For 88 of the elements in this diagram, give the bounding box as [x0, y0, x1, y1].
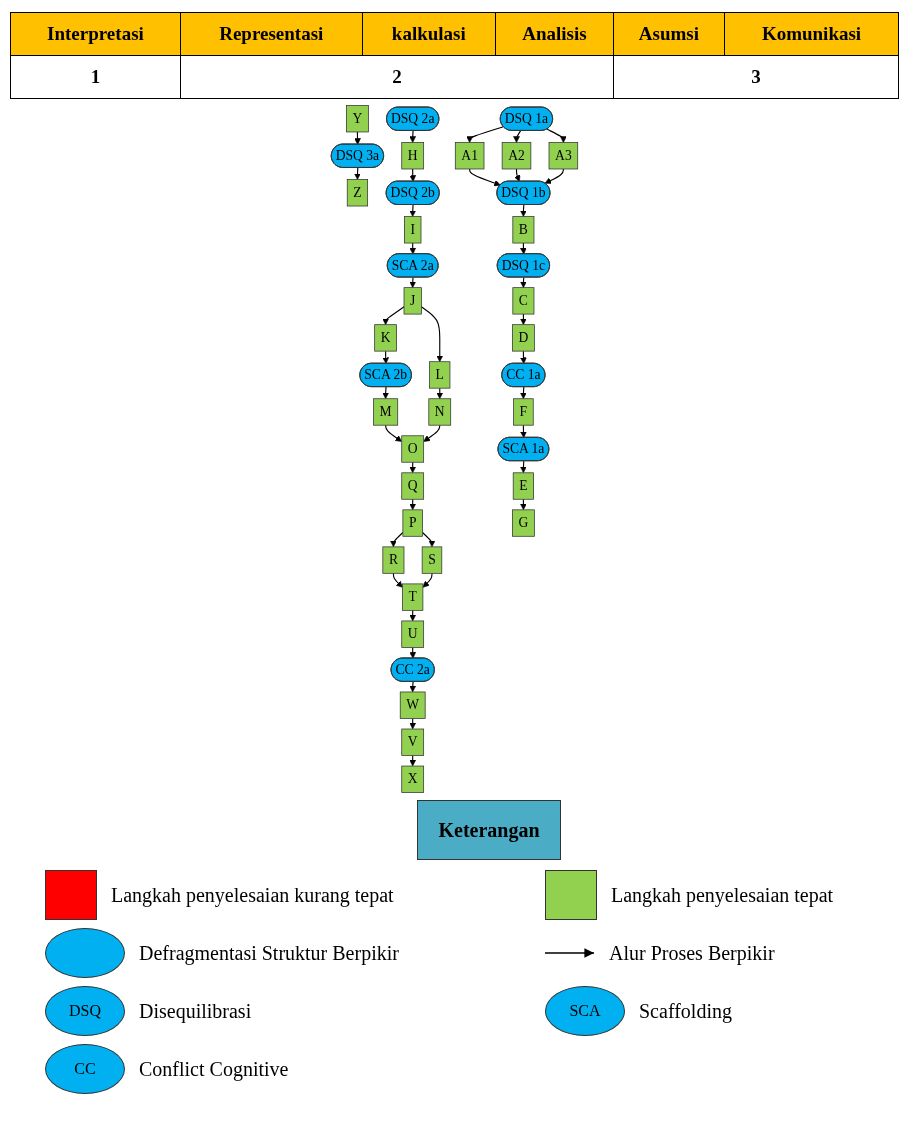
- arrow: [409, 754, 416, 767]
- node-box: O: [401, 435, 425, 463]
- node-box: S: [421, 546, 443, 574]
- node-box: Q: [401, 472, 425, 500]
- node-box: X: [401, 765, 425, 793]
- node-box: F: [513, 398, 534, 426]
- node-box: I: [404, 216, 422, 244]
- node-box: T: [402, 583, 424, 611]
- arrow: [382, 306, 405, 325]
- swatch-label: CC: [74, 1060, 96, 1078]
- arrow: [544, 168, 564, 184]
- node-box: H: [401, 142, 425, 170]
- arrow: [514, 168, 521, 182]
- node-box: N: [428, 398, 452, 426]
- node-box: J: [403, 287, 422, 315]
- node-box: B: [512, 216, 535, 244]
- arrow: [421, 531, 436, 548]
- arrow: [409, 204, 416, 217]
- arrow: [409, 461, 416, 474]
- stage-number: 1: [10, 55, 181, 99]
- node-box: A1: [454, 142, 485, 170]
- arrow: [513, 130, 522, 143]
- column-header: kalkulasi: [362, 12, 496, 56]
- arrow: [436, 387, 444, 400]
- arrow: [392, 572, 403, 588]
- column-header: Interpretasi: [10, 12, 181, 56]
- arrow: [409, 242, 416, 255]
- node-box: Z: [346, 179, 368, 207]
- legend-label: Scaffolding: [639, 999, 732, 1023]
- arrow: [409, 646, 416, 659]
- legend-heading: Keterangan: [417, 800, 561, 860]
- arrow: [409, 609, 416, 622]
- arrow: [409, 276, 416, 288]
- swatch-label: SCA: [569, 1002, 601, 1020]
- node-box: G: [512, 509, 535, 537]
- legend-label: Langkah penyelesaian tepat: [611, 883, 834, 907]
- arrow: [385, 424, 403, 442]
- arrow: [546, 128, 567, 143]
- arrow: [520, 350, 527, 364]
- arrow: [520, 276, 527, 288]
- legend-label: Defragmentasi Struktur Berpikir: [139, 941, 399, 965]
- node-box: R: [382, 546, 405, 574]
- arrow: [466, 126, 505, 143]
- arrow: [354, 131, 361, 145]
- legend-label: Conflict Cognitive: [139, 1057, 289, 1081]
- node-box: E: [512, 472, 534, 500]
- column-header: Komunikasi: [724, 12, 899, 56]
- arrow: [409, 130, 416, 143]
- arrow: [520, 313, 527, 325]
- stage-number: 2: [180, 55, 614, 99]
- arrow: [409, 498, 416, 511]
- arrow: [520, 460, 527, 474]
- legend-label: Langkah penyelesaian kurang tepat: [111, 883, 394, 907]
- node-box: A2: [501, 142, 532, 170]
- arrow: [520, 386, 527, 400]
- arrow: [423, 424, 441, 442]
- column-header: Analisis: [495, 12, 614, 56]
- node-box: A3: [548, 142, 579, 170]
- arrow: [409, 681, 416, 693]
- arrow: [420, 306, 444, 362]
- swatch-label: DSQ: [69, 1002, 101, 1020]
- arrow: [382, 386, 389, 400]
- node-box: W: [399, 691, 426, 719]
- node-box: V: [401, 728, 425, 756]
- stage-number: 3: [613, 55, 899, 99]
- node-box: K: [374, 324, 397, 352]
- node-box: D: [512, 324, 535, 352]
- arrow: [469, 168, 501, 187]
- column-header: Asumsi: [613, 12, 725, 56]
- arrow: [520, 242, 527, 255]
- node-box: Y: [346, 105, 369, 133]
- node-box: P: [402, 509, 423, 537]
- node-box: C: [512, 287, 535, 315]
- node-box: L: [429, 361, 451, 389]
- legend-label: Disequilibrasi: [139, 999, 252, 1023]
- node-box: M: [373, 398, 399, 426]
- arrow: [382, 350, 389, 364]
- arrow: [520, 424, 527, 438]
- arrow: [520, 498, 527, 511]
- arrow: [520, 204, 527, 217]
- arrow: [409, 717, 416, 730]
- arrow: [409, 168, 417, 182]
- legend-label: Alur Proses Berpikir: [609, 941, 775, 965]
- column-header: Representasi: [180, 12, 363, 56]
- arrow: [390, 531, 404, 548]
- arrow: [422, 572, 433, 588]
- node-box: U: [401, 620, 425, 648]
- arrow: [354, 167, 361, 180]
